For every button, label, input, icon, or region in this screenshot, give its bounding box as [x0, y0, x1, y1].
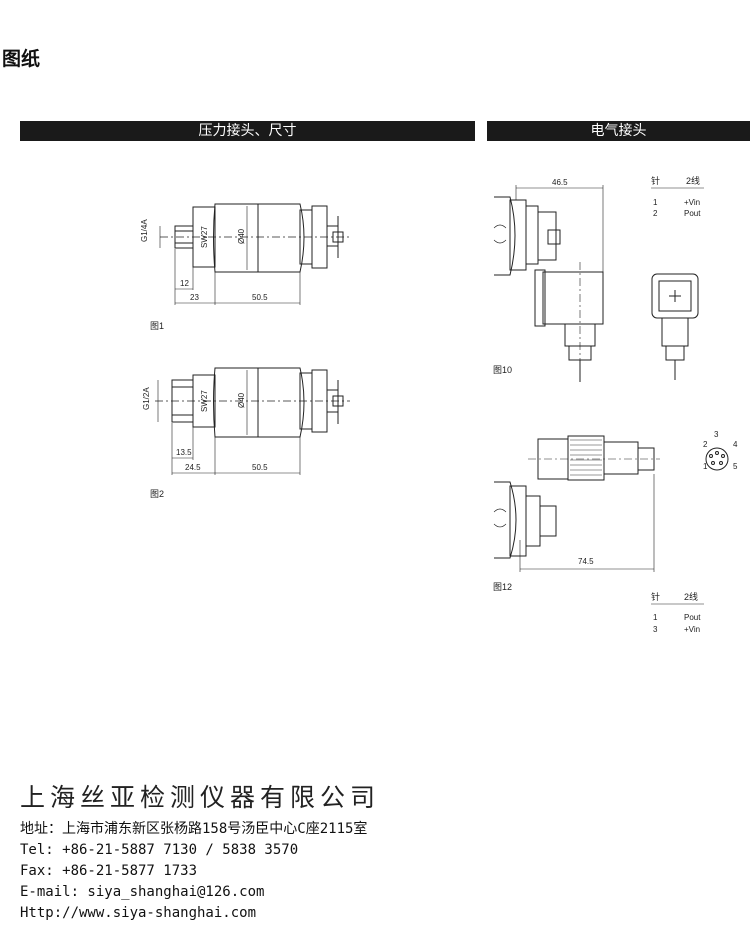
figure-10-drawing: [493, 185, 699, 385]
fig2-thread-label: G1/2A: [142, 387, 151, 410]
fig1-dim-c: 50.5: [252, 293, 268, 302]
company-website[interactable]: Http://www.siya-shanghai.com: [20, 905, 257, 921]
company-tel: Tel: +86-21-5887 7130 / 5838 3570: [20, 842, 299, 858]
fig1-wrench-label: SW27: [200, 226, 209, 248]
fig12-pin-4: 4: [733, 440, 738, 449]
fig12-pin-2: 2: [703, 440, 708, 449]
fig1-thread-label: G1/4A: [140, 219, 149, 242]
fig1-dim-a: 12: [180, 279, 189, 288]
fig10-col-wire: 2线: [686, 175, 700, 186]
fig10-row1-pin: 1: [653, 198, 658, 207]
fig10-row1-wire: +Vin: [684, 198, 700, 207]
fig12-row2-pin: 3: [653, 625, 658, 634]
section-header-electrical-connection: 电气接头: [487, 121, 750, 141]
company-name: 上海丝亚检测仪器有限公司: [20, 783, 381, 812]
fig10-dim: 46.5: [552, 178, 568, 187]
figure-12-drawing: [493, 435, 729, 572]
company-email[interactable]: E-mail: siya_shanghai@126.com: [20, 884, 265, 900]
fig12-col-pin: 针: [651, 591, 660, 602]
fig1-dim-b: 23: [190, 293, 199, 302]
fig10-row2-pin: 2: [653, 209, 658, 218]
fig12-label: 图12: [493, 582, 512, 592]
fig10-label: 图10: [493, 365, 512, 375]
knurl-hatch: [570, 439, 602, 476]
fig1-label: 图1: [150, 321, 164, 331]
fig1-diameter-label: Ø40: [237, 228, 246, 244]
fig12-pin-1: 1: [703, 462, 708, 471]
company-footer: 上海丝亚检测仪器有限公司 地址：上海市浦东新区张杨路158号汤臣中心C座2115…: [20, 778, 380, 924]
fig12-col-wire: 2线: [684, 591, 698, 602]
fig12-pin-3: 3: [714, 430, 719, 439]
fig12-row1-wire: Pout: [684, 613, 701, 622]
company-fax: Fax: +86-21-5877 1733: [20, 863, 198, 879]
figure-2-drawing: [155, 367, 350, 475]
company-address: 地址：上海市浦东新区张杨路158号汤臣中心C座2115室: [20, 821, 368, 837]
technical-drawings: G1/4A SW27 Ø40 12 23 50.5 图1 G1/2A SW27 …: [140, 175, 738, 634]
fig2-wrench-label: SW27: [200, 390, 209, 412]
page-title: 图纸: [2, 48, 41, 70]
section-header-pressure-connection: 压力接头、尺寸: [20, 121, 475, 141]
fig2-label: 图2: [150, 489, 164, 499]
fig10-col-pin: 针: [651, 175, 660, 186]
fig12-row2-wire: +Vin: [684, 625, 700, 634]
fig12-dim: 74.5: [578, 557, 594, 566]
fig2-dim-c: 50.5: [252, 463, 268, 472]
fig10-row2-wire: Pout: [684, 209, 701, 218]
fig12-pin-5: 5: [733, 462, 738, 471]
figure-1-drawing: [159, 203, 350, 305]
fig2-diameter-label: Ø40: [237, 392, 246, 408]
fig2-dim-a: 13.5: [176, 448, 192, 457]
fig12-row1-pin: 1: [653, 613, 658, 622]
fig2-dim-b: 24.5: [185, 463, 201, 472]
